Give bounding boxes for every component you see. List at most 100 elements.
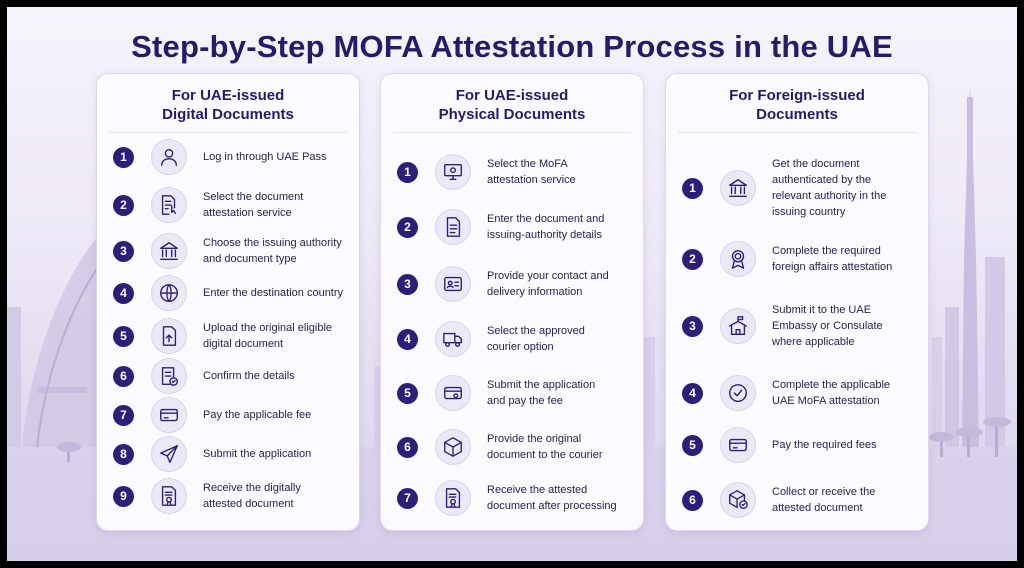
page-title: Step-by-Step MOFA Attestation Process in… — [131, 29, 893, 64]
divider — [393, 132, 631, 133]
step-number-badge: 9 — [113, 485, 134, 507]
step-number-badge: 3 — [113, 240, 134, 262]
step-text-line: Submit the application — [487, 379, 596, 391]
step-number-badge: 5 — [682, 434, 703, 456]
card-heading-line: Documents — [756, 106, 838, 123]
step-number-badge: 3 — [397, 273, 418, 295]
step-text-line: UAE MoFA attestation — [772, 395, 880, 407]
award-seal-icon — [720, 241, 756, 277]
step-description: Provide your contact and delivery informa… — [487, 268, 637, 300]
step-text-line: Select the MoFA — [487, 158, 568, 170]
bank-icon — [720, 170, 756, 206]
user-icon — [151, 139, 187, 175]
step-number-badge: 5 — [113, 325, 134, 347]
step-number-badge: 6 — [113, 365, 134, 387]
step-number-badge: 7 — [113, 404, 134, 426]
step-text-line: attested document — [772, 502, 863, 514]
step-text-line: attestation service — [203, 207, 292, 219]
step-text-line: digital document — [203, 338, 284, 350]
embassy-icon — [720, 308, 756, 344]
step-description: Select the approved courier option — [487, 323, 637, 355]
step-text-line: document to the courier — [487, 449, 603, 461]
step-text-line: Confirm the details — [203, 370, 295, 382]
step-description: Enter the document and issuing-authority … — [487, 211, 637, 243]
step-text-line: Provide your contact and — [487, 270, 609, 282]
card-heading-line: Physical Documents — [438, 106, 586, 123]
step-description: Enter the destination country — [203, 285, 353, 301]
step-text-line: Complete the required — [772, 245, 881, 257]
step-text-line: where applicable — [772, 336, 855, 348]
step-description: Receive the attested document after proce… — [487, 482, 637, 514]
step-number-badge: 4 — [113, 282, 134, 304]
step-description: Pay the applicable fee — [203, 407, 353, 423]
step-number-badge: 6 — [682, 489, 703, 511]
step-description: Collect or receive the attested document — [772, 484, 922, 516]
step-text-line: Submit the application — [203, 448, 312, 460]
divider — [678, 132, 916, 133]
step-text-line: Select the document — [203, 191, 304, 203]
step-text-line: Choose the issuing authority — [203, 237, 342, 249]
step-number-badge: 7 — [397, 487, 418, 509]
infographic: Step-by-Step MOFA Attestation Process in… — [7, 7, 1017, 561]
step-text-line: Provide the original — [487, 433, 582, 445]
step-description: Select the document attestation service — [203, 189, 353, 221]
step-number-badge: 4 — [682, 382, 703, 404]
step-text-line: issuing country — [772, 206, 846, 218]
checklist-icon — [151, 358, 187, 394]
step-number-badge: 4 — [397, 328, 418, 350]
step-text-line: and document type — [203, 253, 297, 265]
step-text-line: Upload the original eligible — [203, 322, 333, 334]
monitor-gear-icon — [435, 154, 471, 190]
step-text-line: Pay the required fees — [772, 439, 877, 451]
package-icon — [435, 429, 471, 465]
step-number-badge: 2 — [397, 216, 418, 238]
card-heading-line: For UAE-issued — [455, 87, 569, 104]
step-text-line: Pay the applicable fee — [203, 409, 312, 421]
step-description: Log in through UAE Pass — [203, 149, 353, 165]
step-text-line: Submit it to the UAE — [772, 304, 872, 316]
step-text-line: Enter the document and — [487, 213, 605, 225]
certificate-icon — [151, 478, 187, 514]
step-number-badge: 6 — [397, 436, 418, 458]
step-number-badge: 2 — [682, 248, 703, 270]
payment-card-icon — [435, 375, 471, 411]
document-pointer-icon — [151, 187, 187, 223]
step-description: Provide the original document to the cour… — [487, 431, 637, 463]
card-heading-line: For Foreign-issued — [729, 87, 865, 104]
step-number-badge: 2 — [113, 194, 134, 216]
send-icon — [151, 436, 187, 472]
step-text-line: Select the approved — [487, 325, 585, 337]
step-text-line: Enter the destination country — [203, 287, 344, 299]
step-text-line: attested document — [203, 498, 294, 510]
step-text-line: Log in through UAE Pass — [203, 151, 327, 163]
step-description: Select the MoFA attestation service — [487, 156, 637, 188]
step-description: Upload the original eligible digital docu… — [203, 320, 353, 352]
step-text-line: issuing-authority details — [487, 229, 602, 241]
certificate-icon — [435, 480, 471, 516]
step-number-badge: 1 — [682, 177, 703, 199]
step-text-line: Complete the applicable — [772, 379, 891, 391]
truck-icon — [435, 321, 471, 357]
step-text-line: courier option — [487, 341, 554, 353]
globe-icon — [151, 275, 187, 311]
step-text-line: Collect or receive the — [772, 486, 876, 498]
step-text-line: relevant authority in the — [772, 190, 887, 202]
step-description: Choose the issuing authority and document… — [203, 235, 353, 267]
step-description: Pay the required fees — [772, 437, 922, 453]
step-text-line: attestation service — [487, 174, 576, 186]
step-number-badge: 8 — [113, 443, 134, 465]
step-text-line: document after processing — [487, 500, 617, 512]
step-number-badge: 3 — [682, 315, 703, 337]
step-text-line: Receive the attested — [487, 484, 588, 496]
step-text-line: delivery information — [487, 286, 583, 298]
